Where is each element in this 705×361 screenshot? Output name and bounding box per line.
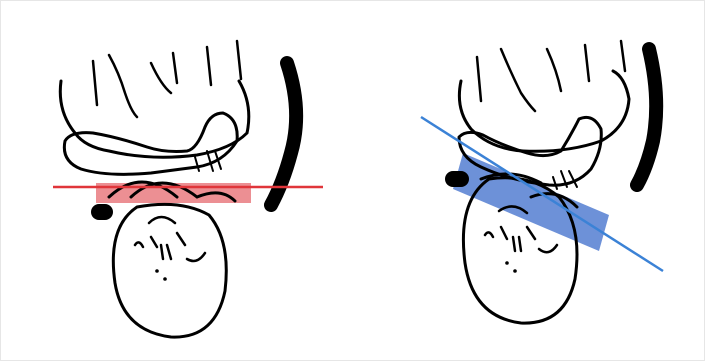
right-hand-lines	[553, 171, 577, 189]
left-face-dot-1	[155, 269, 159, 273]
right-face-dot-2	[513, 269, 517, 273]
left-torso	[60, 81, 249, 157]
left-panel	[53, 41, 323, 337]
left-body-lines	[93, 41, 241, 117]
left-side-pad	[91, 204, 113, 220]
right-body-lines	[477, 41, 625, 111]
right-torso	[459, 71, 629, 151]
left-face-dot-2	[163, 277, 167, 281]
left-head	[113, 204, 226, 337]
left-curved-support	[271, 63, 296, 205]
right-face-dot-1	[505, 261, 509, 265]
right-curved-support	[637, 49, 656, 185]
right-side-pad	[445, 171, 469, 187]
right-contact-band	[453, 153, 609, 251]
left-face-features	[135, 217, 205, 261]
right-panel	[421, 41, 663, 323]
right-reference-line	[421, 117, 663, 271]
